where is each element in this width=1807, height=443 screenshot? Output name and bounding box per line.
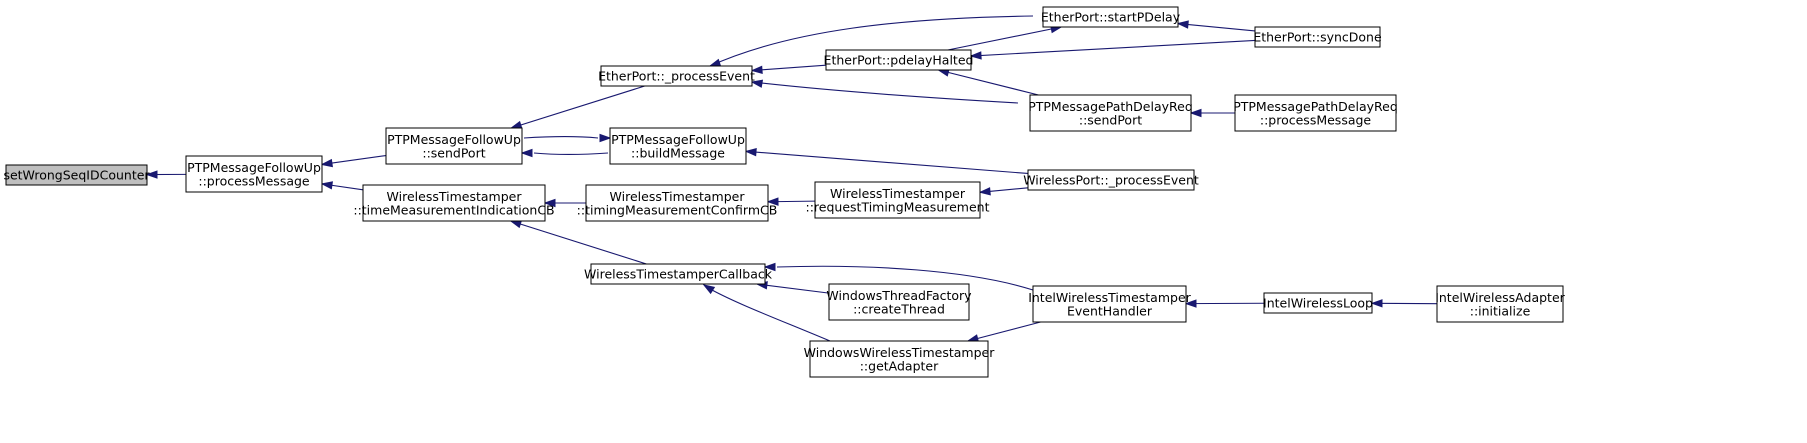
node-label-line: ::getAdapter — [860, 358, 939, 373]
edge-epProcessEvent-to-pdrSendPort — [752, 82, 1018, 103]
node-wtCallback[interactable]: WirelessTimestamperCallback — [584, 264, 773, 284]
node-label-line: ::buildMessage — [631, 145, 725, 160]
node-epStartPDelay[interactable]: EtherPort::startPDelay — [1041, 7, 1181, 27]
edge-fuBuild-to-fuSendPort — [534, 153, 608, 155]
node-epProcessEvent[interactable]: EtherPort::_processEvent — [598, 66, 755, 86]
node-fuBuild[interactable]: PTPMessageFollowUp::buildMessage — [610, 128, 746, 164]
node-pdrProcess[interactable]: PTPMessagePathDelayReq::processMessage — [1233, 95, 1398, 131]
node-label-line: EtherPort::syncDone — [1253, 30, 1382, 45]
edge-arrowhead-wtTimeMeas-to-fuProcess — [322, 182, 332, 189]
node-fuSendPort[interactable]: PTPMessageFollowUp::sendPort — [386, 128, 522, 164]
edge-arrowhead-fuSendPort-to-fuBuild — [600, 135, 610, 142]
edges-layer — [147, 16, 1437, 342]
edge-iwtHandler-to-wwtGetAdapter — [968, 322, 1041, 341]
node-label-line: ::timeMeasurementIndicationCB — [353, 202, 554, 217]
node-epPdelayHalted[interactable]: EtherPort::pdelayHalted — [824, 50, 974, 70]
node-label-line: WirelessPort::_processEvent — [1023, 173, 1199, 188]
node-label-line: ::timingMeasurementConfirmCB — [577, 202, 778, 217]
edge-epSyncDone-to-epPdelayHalted — [971, 40, 1255, 56]
edge-fuSendPort-to-fuBuild — [524, 137, 598, 139]
node-label-line: ::sendPort — [1079, 112, 1142, 127]
node-label-line: EtherPort::_processEvent — [598, 69, 755, 84]
edge-wpProcessEvent-to-fuBuild — [746, 151, 1028, 173]
node-label-line: IntelWirelessLoop — [1263, 296, 1373, 311]
edge-wtfCreate-to-wtCallback — [757, 284, 829, 293]
edge-epPdelayHalted-to-epStartPDelay — [948, 27, 1061, 50]
edge-wwtGetAdapter-to-wtCallback — [712, 290, 830, 341]
node-pdrSendPort[interactable]: PTPMessagePathDelayReq::sendPort — [1028, 95, 1193, 131]
node-label-line: EtherPort::startPDelay — [1041, 10, 1181, 25]
node-wtfCreate[interactable]: WindowsThreadFactory::createThread — [826, 284, 972, 320]
node-wtRequest[interactable]: WirelessTimestamper::requestTimingMeasur… — [806, 182, 990, 218]
node-label-line: ::sendPort — [422, 145, 485, 160]
node-label-line: setWrongSeqIDCounter — [3, 168, 150, 183]
node-label-line: EventHandler — [1067, 303, 1153, 318]
node-epSyncDone[interactable]: EtherPort::syncDone — [1253, 27, 1382, 47]
node-iwaInit[interactable]: IntelWirelessAdapter::initialize — [1435, 286, 1565, 322]
node-wtTimingConfirm[interactable]: WirelessTimestamper::timingMeasurementCo… — [577, 185, 778, 221]
edge-epProcessEvent-to-fuSendPort — [511, 86, 645, 128]
node-label-line: WirelessTimestamperCallback — [584, 267, 773, 282]
edge-epSyncDone-to-epStartPDelay — [1178, 24, 1255, 31]
edge-arrowhead-fuSendPort-to-fuProcess — [322, 160, 332, 167]
node-label-line: ::createThread — [853, 301, 945, 316]
edge-arrowhead-wpProcessEvent-to-wtRequest — [980, 188, 990, 195]
edge-arrowhead-wtCallback-to-wtTimeMeas — [511, 221, 522, 228]
nodes-layer: setWrongSeqIDCounter PTPMessageFollowUp::… — [3, 7, 1565, 377]
node-label-line: ::requestTimingMeasurement — [806, 199, 990, 214]
edge-pdrSendPort-to-epPdelayHalted — [939, 70, 1039, 95]
node-iwLoop[interactable]: IntelWirelessLoop — [1263, 293, 1373, 313]
edge-arrowhead-epProcessEvent-to-fuSendPort — [511, 122, 522, 129]
node-label-line: EtherPort::pdelayHalted — [824, 53, 974, 68]
edge-arrowhead-iwaInit-to-iwLoop — [1372, 300, 1382, 307]
edge-wtCallback-to-wtTimeMeas — [511, 221, 647, 264]
node-wtTimeMeas[interactable]: WirelessTimestamper::timeMeasurementIndi… — [353, 185, 554, 221]
edge-arrowhead-epStartPDelay-to-epProcessEvent — [710, 60, 721, 67]
node-wpProcessEvent[interactable]: WirelessPort::_processEvent — [1023, 170, 1199, 190]
node-label-line: ::processMessage — [1260, 112, 1372, 127]
node-setWrong[interactable]: setWrongSeqIDCounter — [3, 165, 150, 185]
node-wwtGetAdapter[interactable]: WindowsWirelessTimestamper::getAdapter — [804, 341, 996, 377]
edge-arrowhead-wwtGetAdapter-to-wtCallback — [704, 285, 714, 293]
edge-epPdelayHalted-to-epProcessEvent — [752, 65, 826, 70]
node-label-line: ::processMessage — [198, 173, 310, 188]
edge-arrowhead-fuBuild-to-fuSendPort — [522, 150, 532, 157]
node-label-line: ::initialize — [1470, 303, 1531, 318]
node-fuProcess[interactable]: PTPMessageFollowUp::processMessage — [186, 156, 322, 192]
edge-arrowhead-wpProcessEvent-to-fuBuild — [746, 149, 756, 156]
